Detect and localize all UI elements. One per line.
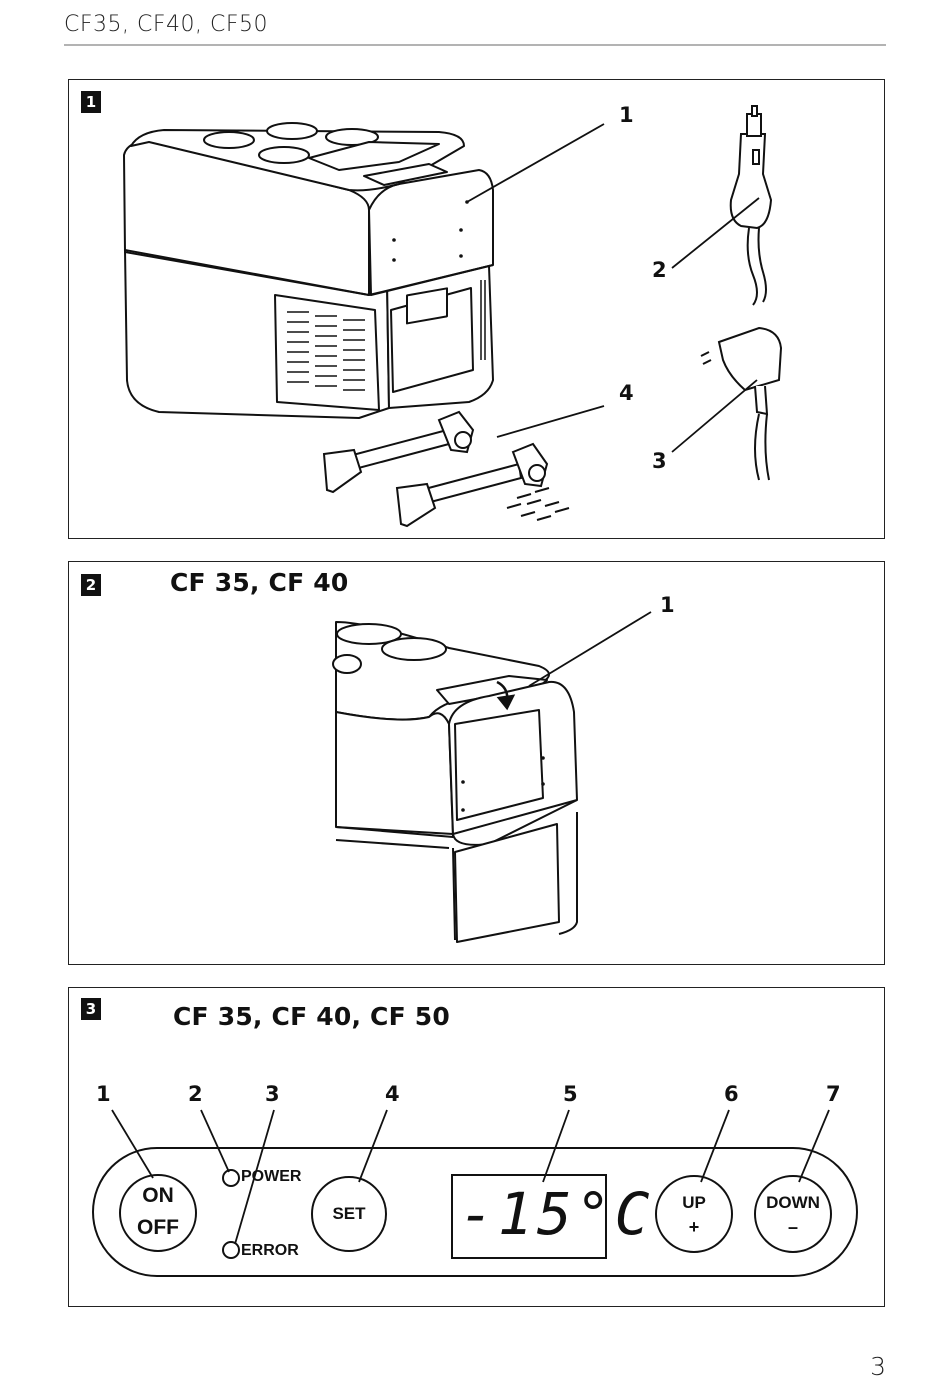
- display-outline: [451, 1174, 607, 1259]
- header-divider: [64, 44, 886, 46]
- callout-7: 7: [826, 1082, 841, 1106]
- leader-5: [542, 1109, 570, 1183]
- figure-2-illustration: [332, 611, 652, 943]
- figure-3-number: 3: [81, 998, 101, 1020]
- page-number: 3: [870, 1352, 886, 1381]
- set-button-outline: [311, 1176, 387, 1252]
- power-label: POWER: [241, 1168, 302, 1185]
- leader-4: [496, 405, 605, 438]
- callout-6: 6: [724, 1082, 739, 1106]
- callout-2: 2: [652, 258, 667, 282]
- figure-2-panel: 2 CF 35, CF 40: [68, 561, 885, 965]
- down-minus-symbol: –: [787, 1217, 798, 1237]
- carrying-handles: [322, 410, 549, 528]
- figure-2-title: CF 35, CF 40: [170, 568, 349, 597]
- leader-2: [200, 1109, 230, 1173]
- callout-5: 5: [563, 1082, 578, 1106]
- 230v-plug: [700, 326, 783, 481]
- figure-1-panel: 1: [68, 79, 885, 539]
- leader-1: [111, 1109, 154, 1179]
- 12v-plug: [729, 105, 773, 306]
- callout-4: 4: [385, 1082, 400, 1106]
- off-label: OFF: [137, 1216, 179, 1239]
- leader-4: [358, 1109, 388, 1183]
- leader-3: [671, 379, 758, 453]
- callout-2: 2: [188, 1082, 203, 1106]
- down-label: DOWN: [766, 1193, 820, 1212]
- leader-7: [798, 1109, 830, 1183]
- down-button-outline: [754, 1175, 832, 1253]
- callout-3: 3: [652, 449, 667, 473]
- leader-6: [700, 1109, 730, 1183]
- set-label: SET: [332, 1204, 366, 1223]
- callout-3: 3: [265, 1082, 280, 1106]
- figure-3-illustration: [92, 1109, 858, 1277]
- error-label: ERROR: [241, 1242, 299, 1259]
- leader-2: [671, 197, 760, 269]
- up-plus-symbol: +: [688, 1217, 700, 1237]
- leader-1: [528, 611, 652, 687]
- on-off-button-outline: [119, 1174, 197, 1252]
- leader-3: [234, 1109, 275, 1245]
- up-label: UP: [682, 1193, 706, 1212]
- up-button-outline: [655, 1175, 733, 1253]
- page-header-title: CF35, CF40, CF50: [64, 12, 269, 37]
- callout-4: 4: [619, 381, 634, 405]
- figure-1-illustration: [123, 105, 783, 528]
- callout-1: 1: [619, 103, 634, 127]
- figure-3-title: CF 35, CF 40, CF 50: [173, 1002, 450, 1031]
- screws: [506, 487, 570, 521]
- on-label: ON: [142, 1184, 174, 1207]
- figure-2-number: 2: [81, 574, 101, 596]
- leader-1: [466, 123, 605, 203]
- callout-1: 1: [660, 593, 675, 617]
- callout-1: 1: [96, 1082, 111, 1106]
- figure-3-panel: 3 CF 35, CF 40, CF 50 1 2 3 4 5 6 7: [68, 987, 885, 1307]
- temperature-display: -15°C: [459, 1180, 654, 1248]
- error-led: [222, 1241, 240, 1259]
- figure-1-number: 1: [81, 91, 101, 113]
- power-led: [222, 1169, 240, 1187]
